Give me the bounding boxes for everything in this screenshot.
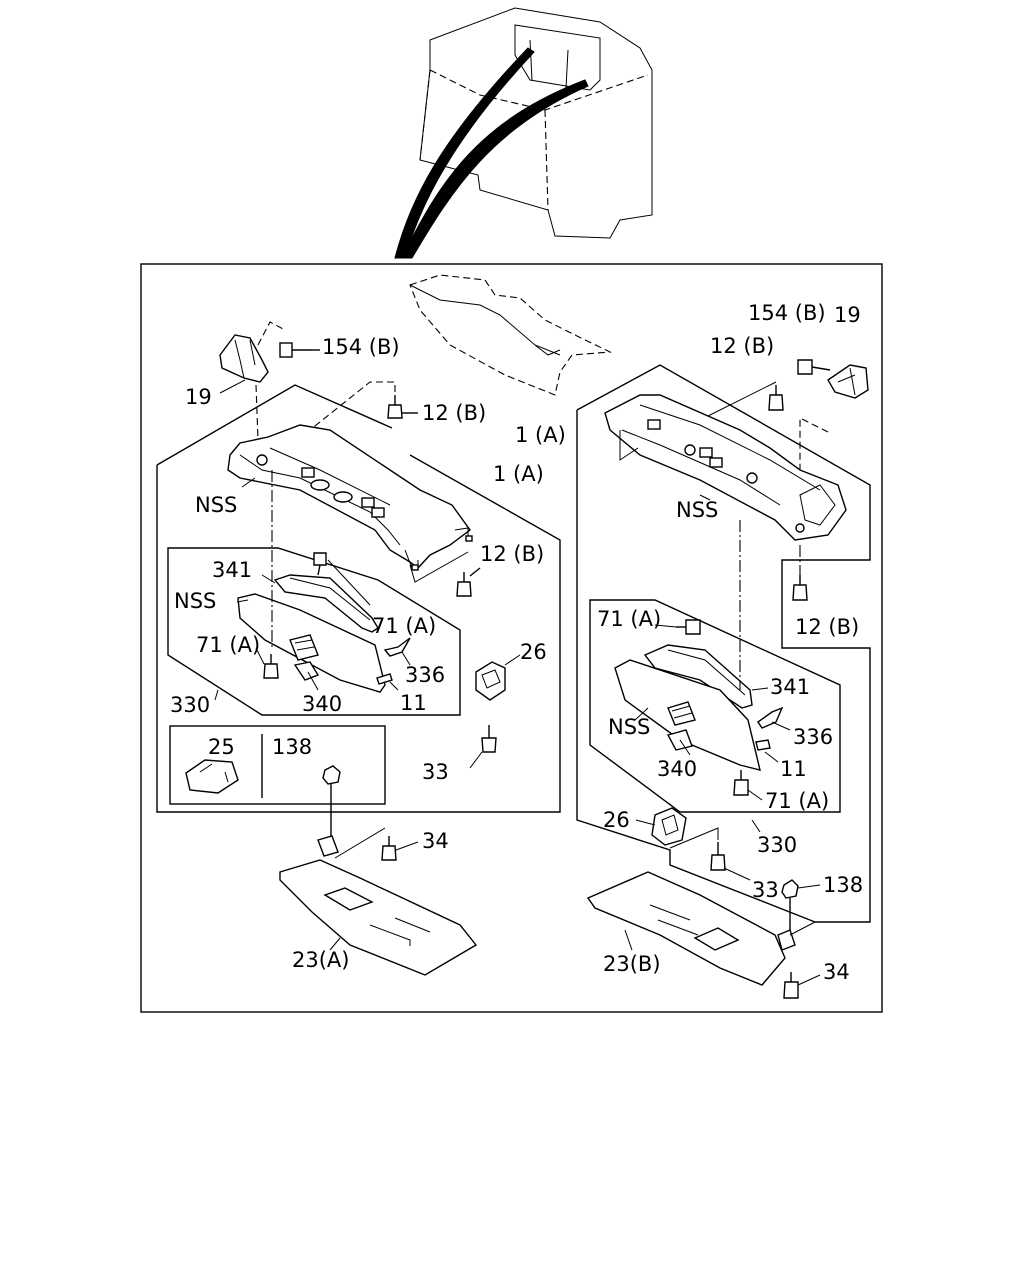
label-19-right: 19 xyxy=(834,303,861,327)
screw-33-right xyxy=(710,842,726,871)
clip-336-right xyxy=(757,706,784,729)
callout-labels: 154 (B) 19 12 (B) NSS 1 (A) 12 (B) 341 N… xyxy=(170,301,863,984)
label-71a-upper-right: 71 (A) xyxy=(597,607,661,631)
plate-23a xyxy=(279,835,478,976)
striker-26-right xyxy=(651,807,687,846)
label-341-left: 341 xyxy=(212,558,252,582)
label-154b-right: 154 (B) xyxy=(748,301,826,325)
glove-panel-left xyxy=(237,593,386,693)
clip-336-left xyxy=(383,637,411,657)
label-12b-mid-left: 12 (B) xyxy=(480,542,544,566)
bracket-19-right xyxy=(827,364,869,399)
dashboard-outline xyxy=(409,274,613,396)
bracket-19-left xyxy=(219,334,269,383)
pin-11-right xyxy=(755,739,771,751)
striker-26-left xyxy=(475,661,506,701)
label-11-right: 11 xyxy=(780,757,807,781)
right-assembly xyxy=(576,359,871,999)
label-33-left: 33 xyxy=(422,760,449,784)
screw-71a-left-lower xyxy=(263,654,279,679)
label-71a-upper-left: 71 (A) xyxy=(372,614,436,638)
screw-12b-left-top xyxy=(387,395,418,419)
plate-23b xyxy=(586,871,796,986)
label-138-left: 138 xyxy=(272,735,312,759)
label-330-right: 330 xyxy=(757,833,797,857)
screw-12b-right-lower xyxy=(792,575,808,601)
label-33-right: 33 xyxy=(752,878,779,902)
label-12b-top-left: 12 (B) xyxy=(422,401,486,425)
label-26-left: 26 xyxy=(520,640,547,664)
label-1a-left: 1 (A) xyxy=(493,462,544,486)
label-12b-lower-right: 12 (B) xyxy=(795,615,859,639)
leader-lines xyxy=(214,379,821,986)
upper-trim-left xyxy=(227,424,473,571)
label-71a-lower-left: 71 (A) xyxy=(196,633,260,657)
screw-34-left xyxy=(381,836,397,861)
nut-138-left xyxy=(322,765,341,785)
bracket-341-right xyxy=(643,644,753,709)
main-frame xyxy=(140,263,883,1013)
bracket-341-left xyxy=(273,574,379,633)
label-336-left: 336 xyxy=(405,663,445,687)
label-340-right: 340 xyxy=(657,757,697,781)
label-34-left: 34 xyxy=(422,829,449,853)
bolt-154b-right xyxy=(797,359,831,375)
label-336-right: 336 xyxy=(793,725,833,749)
glove-panel-right xyxy=(614,659,761,771)
label-nss-upper-right: NSS xyxy=(676,498,718,522)
label-34-right: 34 xyxy=(823,960,850,984)
label-nss-upper-left: NSS xyxy=(195,493,237,517)
label-71a-lower-right: 71 (A) xyxy=(765,789,829,813)
cap-25 xyxy=(185,759,239,794)
label-19-left: 19 xyxy=(185,385,212,409)
label-154b-left: 154 (B) xyxy=(322,335,400,359)
label-11-left: 11 xyxy=(400,691,427,715)
screw-12b-left-mid xyxy=(456,567,481,597)
screw-341-left xyxy=(313,552,327,576)
left-assembly xyxy=(156,321,561,976)
screw-33-left xyxy=(481,725,497,753)
screw-12b-right-top xyxy=(768,385,784,411)
label-340-left: 340 xyxy=(302,692,342,716)
label-nss-panel-left: NSS xyxy=(174,589,216,613)
nut-138-right xyxy=(781,879,799,899)
inset-box-left xyxy=(169,725,386,805)
screw-71a-right-upper xyxy=(676,619,701,635)
label-23a: 23(A) xyxy=(292,948,349,972)
label-12b-top-right: 12 (B) xyxy=(710,334,774,358)
label-1a-right: 1 (A) xyxy=(515,423,566,447)
label-nss-panel-right: NSS xyxy=(608,715,650,739)
label-26-right: 26 xyxy=(603,808,630,832)
label-138-right: 138 xyxy=(823,873,863,897)
screw-71a-right-lower xyxy=(733,770,749,796)
cab-outline xyxy=(394,7,653,259)
label-23b: 23(B) xyxy=(603,952,661,976)
label-25: 25 xyxy=(208,735,235,759)
pin-11-left xyxy=(376,673,393,685)
label-330-left: 330 xyxy=(170,693,210,717)
catch-340-left xyxy=(293,661,320,681)
screw-34-right xyxy=(783,972,799,999)
bolt-154b-left xyxy=(279,342,320,358)
label-341-right: 341 xyxy=(770,675,810,699)
upper-trim-right xyxy=(604,394,847,541)
